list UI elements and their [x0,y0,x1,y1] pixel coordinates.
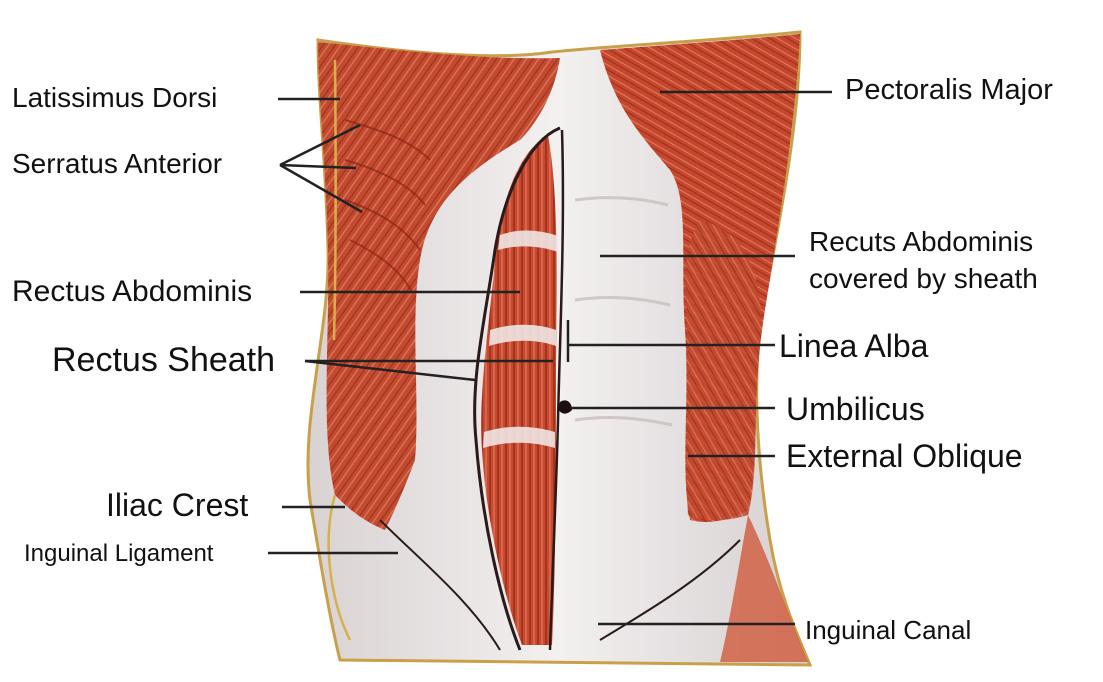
label-rectus-covered-line1: Recuts Abdominis [809,228,1033,256]
label-iliac-crest: Iliac Crest [106,489,248,521]
label-latissimus-dorsi: Latissimus Dorsi [12,84,217,112]
label-inguinal-ligament: Inguinal Ligament [24,542,213,566]
label-serratus-anterior: Serratus Anterior [12,150,222,178]
label-linea-alba: Linea Alba [779,330,928,362]
label-pectoralis-major: Pectoralis Major [845,76,1053,105]
label-rectus-covered-line2: covered by sheath [809,265,1038,293]
label-umbilicus: Umbilicus [786,393,925,425]
label-rectus-sheath: Rectus Sheath [52,343,275,377]
label-rectus-abdominis: Rectus Abdominis [12,277,252,307]
label-external-oblique: External Oblique [786,440,1023,472]
label-inguinal-canal: Inguinal Canal [805,617,971,643]
right-oblique-lower [686,220,762,520]
